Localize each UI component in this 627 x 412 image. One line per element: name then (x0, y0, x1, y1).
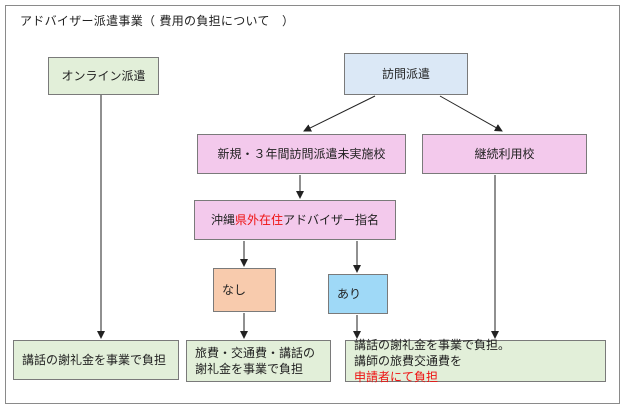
result-online-label: 講話の謝礼金を事業で負担 (22, 353, 167, 367)
result-none-line2: 謝礼金を事業で負担 (195, 362, 304, 376)
node-new-school-label: 新規・３年間訪問派遣未実施校 (217, 147, 386, 161)
node-none-label: なし (222, 283, 247, 297)
node-none: なし (213, 268, 276, 312)
node-advisor-post: アドバイザー指名 (283, 213, 380, 227)
node-visit-dispatch: 訪問派遣 (344, 53, 468, 95)
result-yes-line1: 講話の謝礼金を事業で負担。 (354, 338, 511, 352)
result-yes-line2: 講師の旅費交通費を申請者にて負担 (354, 353, 462, 385)
node-online-dispatch: オンライン派遣 (48, 57, 159, 95)
diagram-title: アドバイザー派遣事業（ 費用の負担について ） (20, 14, 295, 28)
node-yes: あり (328, 274, 388, 314)
result-yes: 講話の謝礼金を事業で負担。 講師の旅費交通費を申請者にて負担 (345, 338, 606, 385)
result-yes-line2-pre: 講師の旅費交通費を (354, 354, 463, 368)
node-new-school: 新規・３年間訪問派遣未実施校 (197, 134, 406, 174)
node-advisor-outside-prefecture: 県外在住 (234, 213, 283, 227)
node-yes-label: あり (337, 287, 362, 301)
node-continuing-school-label: 継続利用校 (474, 147, 535, 161)
diagram-frame (5, 5, 620, 404)
node-advisor-nomination: 沖縄県外在住アドバイザー指名 (194, 200, 396, 240)
result-online: 講話の謝礼金を事業で負担 (13, 340, 179, 380)
node-continuing-school: 継続利用校 (422, 134, 587, 174)
node-visit-dispatch-label: 訪問派遣 (381, 67, 430, 81)
result-none: 旅費・交通費・講話の 謝礼金を事業で負担 (186, 340, 331, 382)
node-online-dispatch-label: オンライン派遣 (61, 69, 146, 83)
result-none-line1: 旅費・交通費・講話の (195, 346, 316, 360)
node-advisor-pre: 沖縄 (210, 213, 235, 227)
result-yes-applicant-burden: 申請者にて負担 (354, 370, 439, 384)
